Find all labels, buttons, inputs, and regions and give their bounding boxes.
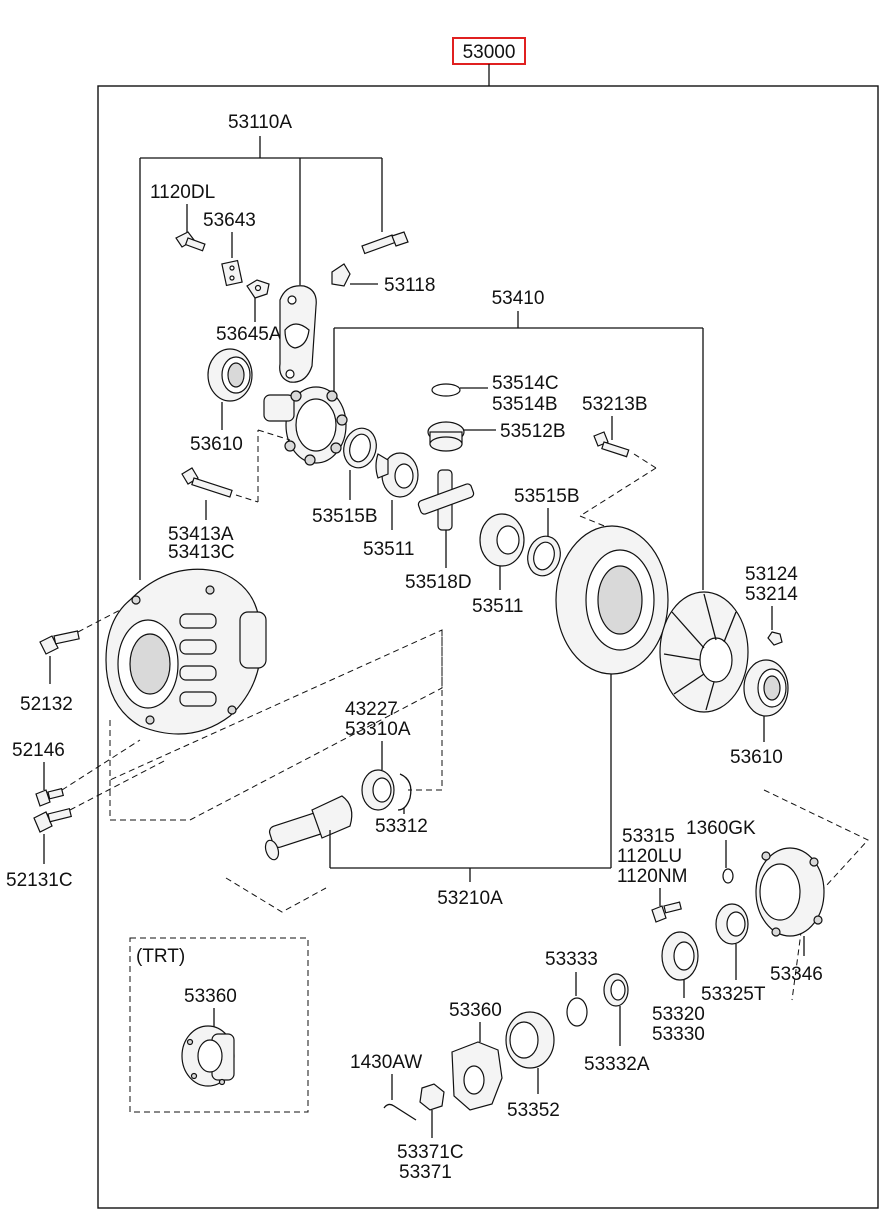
bolt-52131C-icon [33, 807, 73, 833]
label-53110A[interactable]: 53110A [228, 112, 292, 133]
label-1120DL[interactable]: 1120DL [150, 182, 215, 203]
label-trt[interactable]: (TRT) [136, 946, 185, 967]
label-53360-main[interactable]: 53360 [449, 1000, 502, 1021]
label-53213B[interactable]: 53213B [582, 394, 648, 415]
thrust-washer-53515B-left-icon [343, 427, 377, 469]
label-53118[interactable]: 53118 [384, 275, 435, 296]
label-1430AW[interactable]: 1430AW [350, 1052, 422, 1073]
label-53346[interactable]: 53346 [770, 964, 823, 985]
bolt-53413A-icon [181, 467, 233, 498]
label-53518D[interactable]: 53518D [405, 572, 472, 593]
bolt-53213B-icon [593, 431, 630, 458]
differential-carrier-icon [105, 568, 267, 735]
label-53413A[interactable]: 53413A [168, 524, 234, 545]
label-52132[interactable]: 52132 [20, 694, 73, 715]
nut-53371-icon [419, 1083, 445, 1111]
label-53515B-right[interactable]: 53515B [514, 486, 580, 507]
assembly-number[interactable]: 53000 [463, 42, 516, 63]
label-53645A[interactable]: 53645A [216, 324, 282, 345]
assembly-frame [97, 85, 879, 1209]
diff-case-right-icon [659, 591, 749, 713]
deflector-53352-icon [505, 1011, 555, 1069]
bolt-52132-icon [39, 630, 80, 655]
label-53514C[interactable]: 53514C [492, 373, 559, 394]
label-53512B[interactable]: 53512B [500, 421, 566, 442]
label-53410[interactable]: 53410 [492, 288, 545, 309]
cross-shaft-53518D-icon [417, 469, 475, 531]
diff-case-left-icon [263, 386, 348, 466]
label-43227[interactable]: 43227 [345, 699, 398, 720]
bolt-53118-icon [361, 231, 409, 255]
label-53320[interactable]: 53320 [652, 1004, 705, 1025]
oil-seal-53332A-icon [603, 973, 629, 1007]
label-53610-left[interactable]: 53610 [190, 434, 243, 455]
nut-53124-icon [767, 631, 783, 646]
bearing-53610-right-icon [743, 659, 789, 717]
label-53511-left[interactable]: 53511 [363, 539, 414, 560]
label-53325T[interactable]: 53325T [701, 984, 766, 1005]
label-53514B[interactable]: 53514B [492, 394, 558, 415]
bolt-52146-icon [35, 787, 65, 807]
label-53315[interactable]: 53315 [622, 826, 675, 847]
label-53124[interactable]: 53124 [745, 564, 798, 585]
bearing-53310A-icon [361, 769, 395, 811]
label-53330[interactable]: 53330 [652, 1024, 705, 1045]
bearing-53325T-icon [715, 903, 749, 945]
lock-53645A-icon [246, 279, 270, 299]
pinion-gear-53512B-icon [427, 421, 465, 452]
label-53511-right[interactable]: 53511 [472, 596, 523, 617]
label-53214[interactable]: 53214 [745, 584, 798, 605]
label-53360-trt[interactable]: 53360 [184, 986, 237, 1007]
label-52146[interactable]: 52146 [12, 740, 65, 761]
thrust-washer-53515B-right-icon [527, 535, 561, 577]
washer-1360GK-icon [722, 868, 734, 884]
cotter-pin-1430AW-icon [383, 1103, 417, 1121]
label-53643[interactable]: 53643 [203, 210, 256, 231]
companion-flange-trt-icon [181, 1025, 235, 1087]
side-gear-53511-left-icon [375, 452, 419, 498]
side-gear-53511-right-icon [479, 513, 525, 567]
trt-variant-box [129, 937, 309, 1113]
spacer-53333-icon [566, 997, 588, 1027]
label-1360GK[interactable]: 1360GK [686, 818, 756, 839]
label-53333[interactable]: 53333 [545, 949, 598, 970]
lock-53118-icon [331, 263, 351, 287]
pinion-retainer-53346-icon [755, 847, 825, 937]
label-53371[interactable]: 53371 [399, 1162, 452, 1183]
bearing-53610-left-icon [207, 348, 253, 402]
label-53312[interactable]: 53312 [375, 816, 428, 837]
label-53610-right[interactable]: 53610 [730, 747, 783, 768]
label-1120NM[interactable]: 1120NM [617, 866, 687, 887]
label-53310A[interactable]: 53310A [345, 719, 411, 740]
bearing-53320-icon [661, 931, 699, 981]
snap-ring-53312-icon [397, 773, 412, 811]
drive-pinion-icon [264, 795, 353, 861]
label-53332A[interactable]: 53332A [584, 1054, 650, 1075]
bolt-1120DL-icon [175, 231, 206, 252]
bearing-cap-icon [279, 285, 317, 383]
shim-53514-icon [431, 383, 461, 397]
label-1120LU[interactable]: 1120LU [617, 846, 682, 867]
label-52131C[interactable]: 52131C [6, 870, 73, 891]
lock-plate-53643-icon [221, 259, 243, 287]
bolt-53315-icon [651, 901, 682, 923]
label-53210A[interactable]: 53210A [437, 888, 503, 909]
label-53413C[interactable]: 53413C [168, 542, 235, 563]
companion-flange-53360-icon [451, 1041, 503, 1111]
ring-gear-icon [555, 525, 669, 675]
label-53352[interactable]: 53352 [507, 1100, 560, 1121]
label-53515B-left[interactable]: 53515B [312, 506, 378, 527]
label-53371C[interactable]: 53371C [397, 1142, 464, 1163]
